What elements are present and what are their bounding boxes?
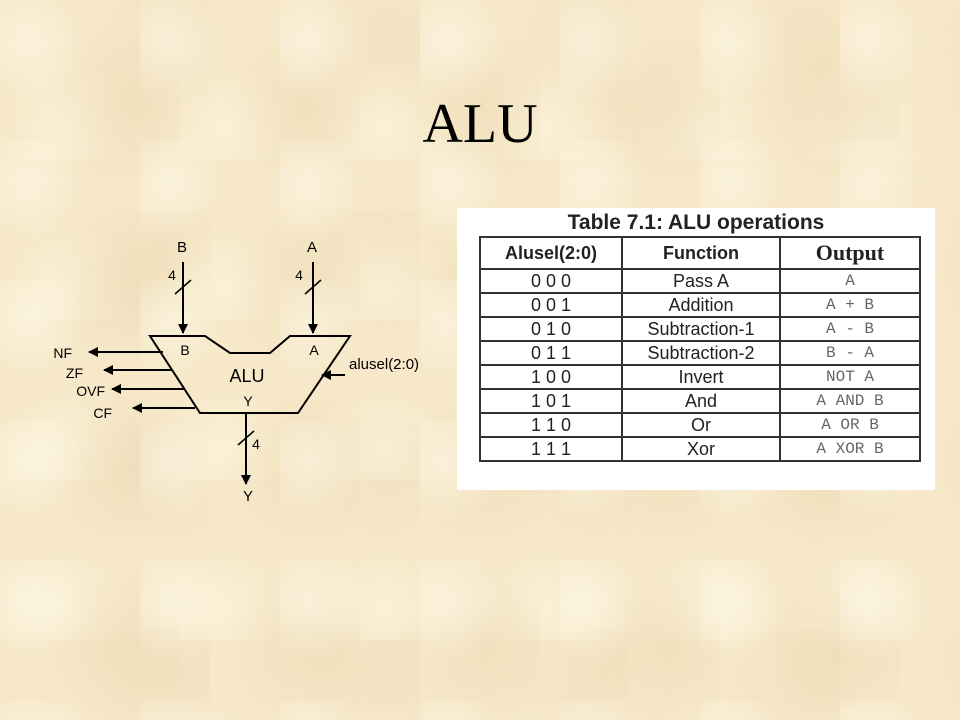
slide-title: ALU — [422, 93, 538, 155]
alu-block-label: ALU — [229, 366, 264, 386]
alu-operations-table: Alusel(2:0) Function Output 0 0 0 Pass A… — [479, 236, 921, 462]
output-y-width: 4 — [252, 436, 260, 452]
input-a-label: A — [307, 239, 317, 256]
output-cell: A — [779, 268, 921, 294]
output-cell: A - B — [779, 316, 921, 342]
alusel-cell: 0 0 1 — [479, 292, 623, 318]
function-cell: Addition — [621, 292, 781, 318]
input-b-width-slash — [174, 279, 192, 295]
input-a-width: 4 — [295, 267, 303, 283]
function-cell: Or — [621, 412, 781, 438]
table-row: 1 0 0 Invert NOT A — [479, 364, 921, 390]
table-caption: Table 7.1: ALU operations — [567, 211, 825, 234]
alusel-cell: 1 0 0 — [479, 364, 623, 390]
flag-nf-label: NF — [53, 345, 72, 361]
flag-zf-label: ZF — [66, 365, 83, 381]
output-y-label: Y — [243, 488, 253, 505]
table-row: 0 1 1 Subtraction-2 B - A — [479, 340, 921, 366]
function-cell: Subtraction-1 — [621, 316, 781, 342]
port-a-label: A — [309, 342, 319, 358]
table-row: 1 1 0 Or A OR B — [479, 412, 921, 438]
input-b-width: 4 — [168, 267, 176, 283]
function-cell: Pass A — [621, 268, 781, 294]
table-row: 0 1 0 Subtraction-1 A - B — [479, 316, 921, 342]
alusel-cell: 1 0 1 — [479, 388, 623, 414]
alusel-cell: 0 1 0 — [479, 316, 623, 342]
table-row: 0 0 1 Addition A + B — [479, 292, 921, 318]
output-cell: NOT A — [779, 364, 921, 390]
output-y-width-slash — [237, 430, 255, 446]
function-cell: Xor — [621, 436, 781, 462]
table-row: 0 0 0 Pass A A — [479, 268, 921, 294]
column-header-output: Output — [779, 236, 921, 270]
table-header-row: Alusel(2:0) Function Output — [479, 236, 921, 270]
function-cell: And — [621, 388, 781, 414]
table-row: 1 0 1 And A AND B — [479, 388, 921, 414]
output-cell: B - A — [779, 340, 921, 366]
function-cell: Subtraction-2 — [621, 340, 781, 366]
column-header-function: Function — [621, 236, 781, 270]
port-y-label: Y — [243, 393, 253, 409]
port-b-label: B — [180, 342, 189, 358]
output-cell: A AND B — [779, 388, 921, 414]
alu-body-outline — [148, 335, 352, 414]
table-row: 1 1 1 Xor A XOR B — [479, 436, 921, 462]
output-cell: A + B — [779, 292, 921, 318]
alusel-cell: 0 0 0 — [479, 268, 623, 294]
select-input-label: alusel(2:0) — [349, 356, 419, 373]
output-cell: A OR B — [779, 412, 921, 438]
output-cell: A XOR B — [779, 436, 921, 462]
alusel-cell: 0 1 1 — [479, 340, 623, 366]
function-cell: Invert — [621, 364, 781, 390]
alu-operations-table-panel: Table 7.1: ALU operations Alusel(2:0) Fu… — [457, 208, 935, 490]
alusel-cell: 1 1 0 — [479, 412, 623, 438]
alu-block-diagram: B 4 A 4 B A ALU Y alusel(2:0) NF ZF OVF … — [53, 239, 419, 505]
flag-cf-label: CF — [93, 405, 112, 421]
flag-ovf-label: OVF — [76, 383, 105, 399]
input-a-width-slash — [304, 279, 322, 295]
input-b-label: B — [177, 239, 187, 256]
column-header-alusel: Alusel(2:0) — [479, 236, 623, 270]
alusel-cell: 1 1 1 — [479, 436, 623, 462]
